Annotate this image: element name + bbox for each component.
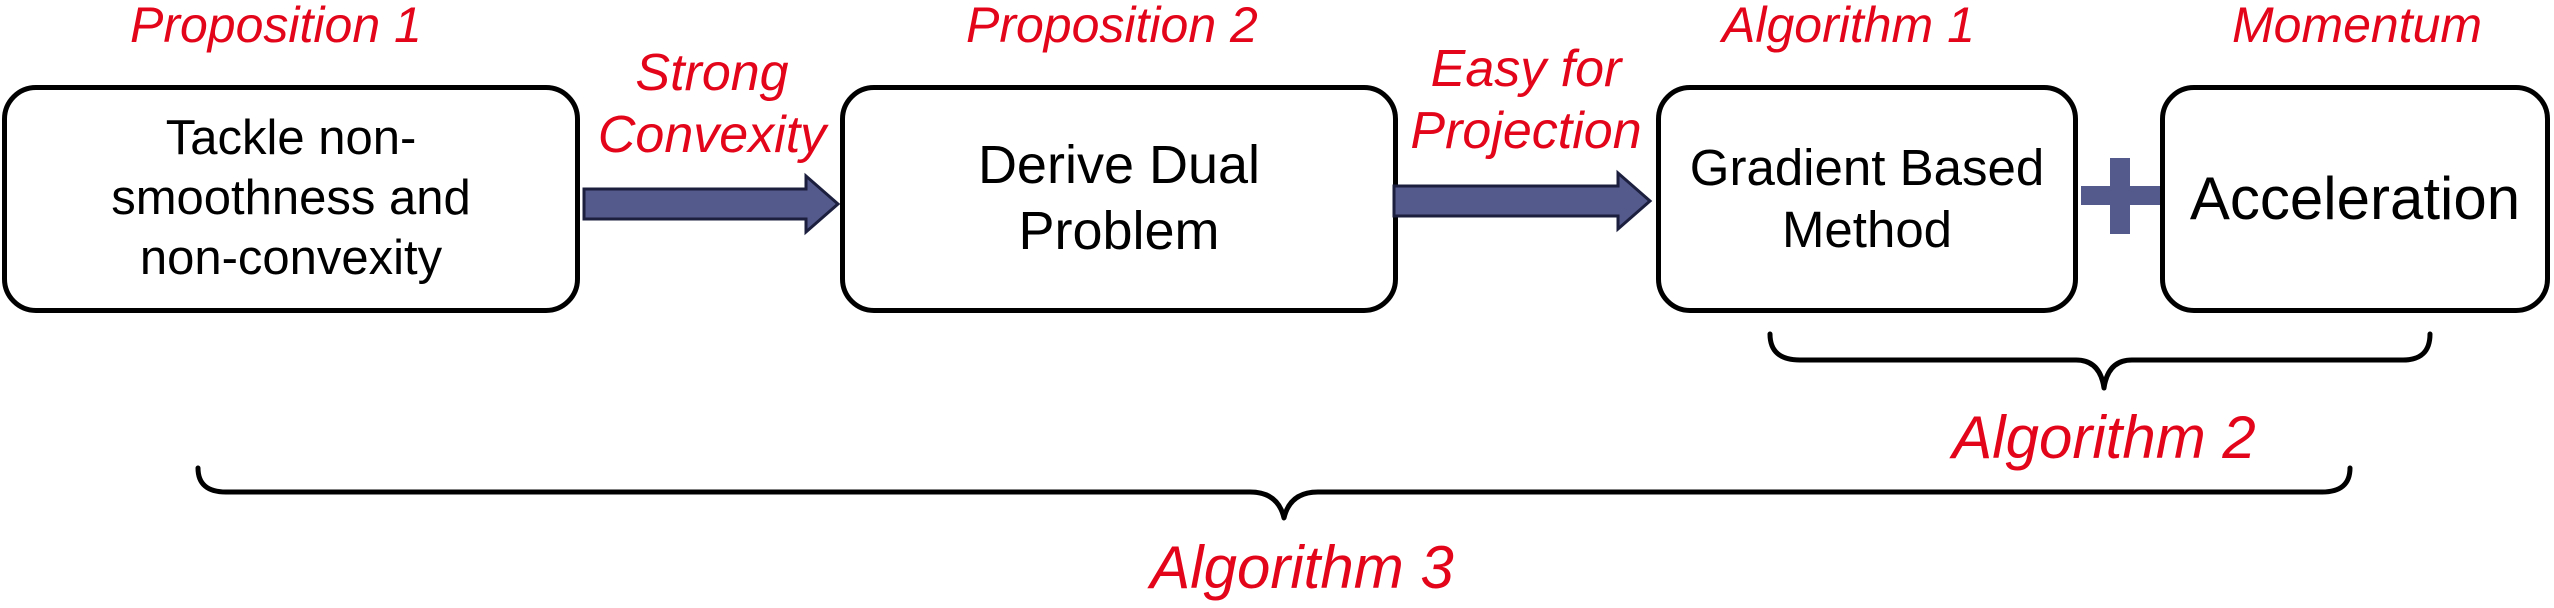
label-strong-convexity: Strong Convexity (597, 44, 827, 165)
box-tackle-non-smoothness: Tackle non- smoothness and non-convexity (2, 85, 580, 313)
box-derive-dual-problem-label: Derive Dual Problem (977, 135, 1261, 261)
right-arrow-icon (582, 172, 841, 236)
right-arrow-icon (1392, 169, 1653, 233)
box-tackle-non-smoothness-label: Tackle non- smoothness and non-convexity (111, 111, 471, 285)
label-algorithm-1: Algorithm 1 (1722, 0, 1975, 53)
box-gradient-based-method-label: Gradient Based Method (1689, 138, 2045, 258)
label-algorithm-3: Algorithm 3 (1150, 534, 1454, 601)
label-proposition-2: Proposition 2 (966, 0, 1258, 53)
curly-brace-icon (1767, 331, 2433, 391)
label-proposition-1: Proposition 1 (130, 0, 422, 53)
box-gradient-based-method: Gradient Based Method (1656, 85, 2078, 313)
plus-icon (2081, 158, 2160, 234)
curly-brace-icon (195, 465, 2353, 521)
label-algorithm-2: Algorithm 2 (1952, 404, 2256, 471)
label-momentum: Momentum (2232, 0, 2483, 53)
box-derive-dual-problem: Derive Dual Problem (840, 85, 1398, 313)
label-easy-for-projection: Easy for Projection (1410, 40, 1642, 161)
box-acceleration-label: Acceleration (2189, 165, 2521, 233)
box-acceleration: Acceleration (2160, 85, 2550, 313)
